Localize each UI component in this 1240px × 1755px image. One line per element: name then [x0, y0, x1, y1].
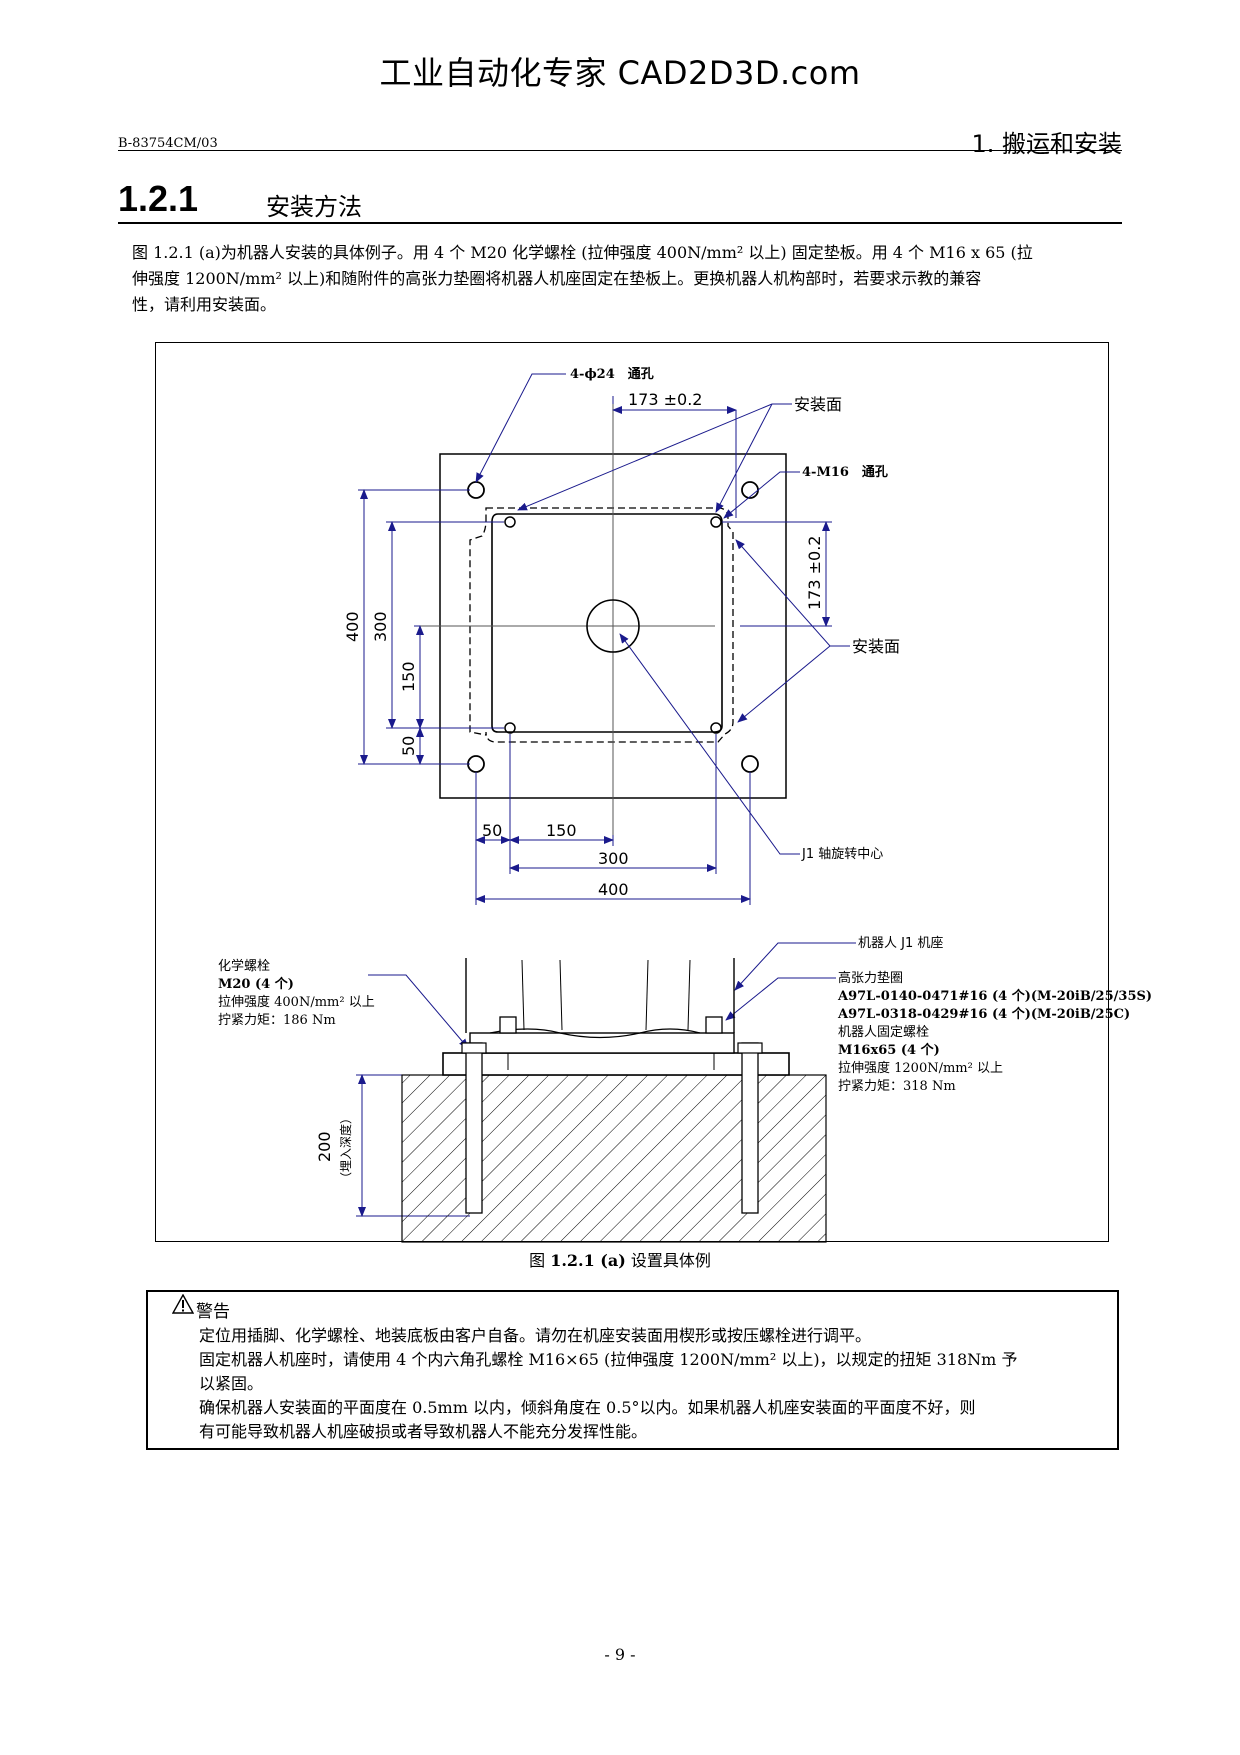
- dim-50-vertical: 50: [399, 736, 418, 756]
- washer-note: 高张力垫圈 A97L-0140-0471#16 (4 个)(M-20iB/25/…: [837, 970, 1152, 1094]
- m16-hole: [710, 516, 722, 528]
- washer-l3: A97L-0318-0429#16 (4 个)(M-20iB/25C): [837, 1006, 1130, 1022]
- warning-triangle-icon: [172, 1294, 194, 1314]
- dim-150-horizontal: 150: [546, 821, 577, 840]
- washer-l2: A97L-0140-0471#16 (4 个)(M-20iB/25/35S): [837, 988, 1152, 1004]
- hole-label: 4-ϕ24 通孔: [570, 366, 654, 382]
- mounting-surface-outline: [469, 507, 734, 743]
- dim-50-horizontal: 50: [482, 821, 502, 840]
- washer-l4: 机器人固定螺栓: [838, 1025, 929, 1040]
- dim-173-top: 173 ±0.2: [628, 390, 702, 409]
- washer-l1: 高张力垫圈: [838, 970, 903, 986]
- chem-bolt-l1: 化学螺栓: [218, 958, 270, 974]
- chemical-bolt-note: 化学螺栓 M20 (4 个) 拉伸强度 400N/mm² 以上 拧紧力矩：186…: [218, 958, 375, 1028]
- washer-l6: 拉伸强度 1200N/mm² 以上: [838, 1060, 1003, 1076]
- intro-line-3: 性，请利用安装面。: [132, 295, 277, 314]
- intro-line-1: 图 1.2.1 (a)为机器人安装的具体例子。用 4 个 M20 化学螺栓 (拉…: [132, 243, 1033, 262]
- fixing-bolt-head: [705, 1016, 723, 1034]
- section-rule: [118, 222, 1122, 224]
- watermark: 工业自动化专家 CAD2D3D.com: [379, 54, 861, 92]
- caption-text: 设置具体例: [625, 1251, 711, 1270]
- page-number: - 9 -: [604, 1645, 636, 1664]
- section-number: 1.2.1: [118, 178, 199, 219]
- dim-300-horizontal: 300: [598, 849, 629, 868]
- intro-line-2: 伸强度 1200N/mm² 以上)和随附件的高张力垫圈将机器人机座固定在垫板上。…: [132, 269, 982, 288]
- warning-p4: 确保机器人安装面的平面度在 0.5mm 以内，倾斜角度在 0.5°以内。如果机器…: [199, 1398, 976, 1417]
- base-label: 机器人 J1 机座: [858, 936, 943, 951]
- m16-hole: [504, 516, 516, 528]
- chemical-anchor-bolt: [741, 1042, 759, 1214]
- intro-paragraph: 图 1.2.1 (a)为机器人安装的具体例子。用 4 个 M20 化学螺栓 (拉…: [132, 240, 1124, 318]
- side-plate: [442, 1052, 790, 1076]
- chapter-title: 1. 搬运和安装: [971, 130, 1122, 158]
- anchor-hole: [741, 481, 759, 499]
- document-id: B-83754CM/03: [118, 136, 218, 151]
- header-rule: [118, 150, 1122, 151]
- anchor-hole: [467, 481, 485, 499]
- anchor-hole: [741, 755, 759, 773]
- warning-p1: 定位用插脚、化学螺栓、地装底板由客户自备。请勿在机座安装面用楔形或按压螺栓进行调…: [199, 1326, 872, 1345]
- m16-label: 4-M16 通孔: [802, 464, 888, 480]
- dim-400-horizontal: 400: [598, 880, 629, 899]
- warning-title: 警告: [196, 1302, 230, 1322]
- chem-bolt-l2: M20 (4 个): [218, 976, 294, 992]
- m16-hole: [710, 722, 722, 734]
- dim-400-vertical: 400: [343, 611, 362, 642]
- chem-bolt-l4: 拧紧力矩：186 Nm: [218, 1013, 336, 1028]
- robot-base-flange: [469, 1032, 735, 1054]
- dim-173-right: 173 ±0.2: [805, 536, 824, 610]
- inner-outline: [491, 513, 723, 733]
- dim-300-vertical: 300: [371, 611, 390, 642]
- section-title: 安装方法: [266, 193, 362, 221]
- warning-box: [146, 1290, 1119, 1450]
- warning-p3: 以紧固。: [199, 1374, 264, 1393]
- washer-l7: 拧紧力矩：318 Nm: [838, 1079, 956, 1094]
- depth-note: （埋入深度）: [338, 1112, 353, 1184]
- installation-drawing: 4-ϕ24 通孔 173 ±0.2 安装面 4-M16 通孔 173 ±0.2 …: [218, 366, 1152, 1243]
- warning-p5: 有可能导致机器人机座破损或者导致机器人不能充分发挥性能。: [199, 1422, 648, 1441]
- mount-face-label-1: 安装面: [794, 395, 842, 414]
- warning-body: 定位用插脚、化学螺栓、地装底板由客户自备。请勿在机座安装面用楔形或按压螺栓进行调…: [199, 1324, 1104, 1444]
- depth-dim: 200: [315, 1131, 334, 1162]
- washer-l5: M16x65 (4 个): [838, 1042, 940, 1058]
- warning-p2: 固定机器人机座时，请使用 4 个内六角孔螺栓 M16×65 (拉伸强度 1200…: [199, 1350, 1018, 1369]
- fixing-bolt-head: [499, 1016, 517, 1034]
- mount-face-label-2: 安装面: [852, 637, 900, 656]
- j1-center-label: J1 轴旋转中心: [801, 847, 883, 862]
- j1-center-hole: [586, 599, 640, 653]
- m16-hole: [504, 722, 516, 734]
- dim-150-vertical: 150: [399, 661, 418, 692]
- caption-prefix: 图: [529, 1251, 551, 1270]
- chem-bolt-l3: 拉伸强度 400N/mm² 以上: [218, 994, 375, 1010]
- chemical-anchor-bolt: [465, 1042, 483, 1214]
- caption-number: 1.2.1 (a): [550, 1251, 626, 1270]
- figure-caption: 图 1.2.1 (a) 设置具体例: [0, 1247, 1240, 1271]
- anchor-hole: [467, 755, 485, 773]
